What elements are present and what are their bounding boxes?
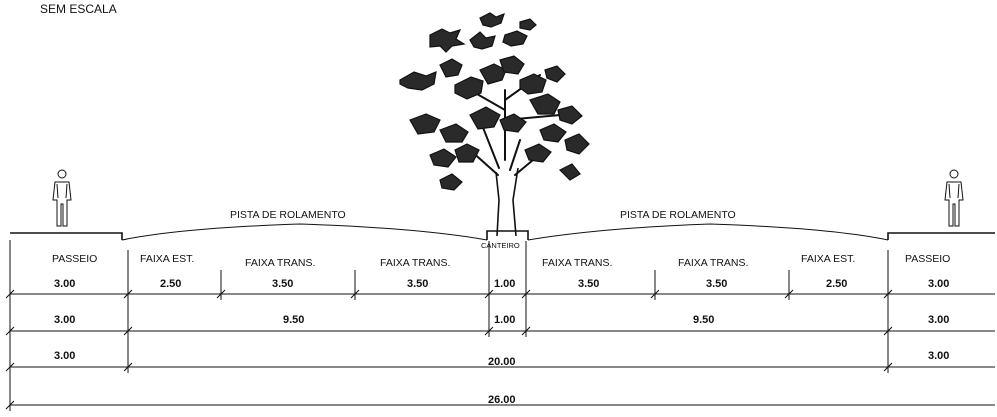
value-faixa-est-right: 2.50: [826, 278, 847, 290]
value-canteiro: 1.00: [494, 278, 515, 290]
canteiro-label: CANTEIRO: [481, 241, 520, 250]
label-passeio-right: PASSEIO: [905, 253, 950, 265]
pedestrian-icon: [52, 169, 72, 227]
row3-value-passeio-right: 3.00: [928, 350, 949, 362]
row2-value-pista-right: 9.50: [693, 314, 714, 326]
value-passeio-left: 3.00: [54, 278, 75, 290]
scale-note: SEM ESCALA: [40, 2, 117, 16]
label-faixa-est-right: FAIXA EST.: [801, 253, 855, 265]
value-faixa-trans-2: 3.50: [407, 278, 428, 290]
value-faixa-est-left: 2.50: [160, 278, 181, 290]
label-faixa-trans-4: FAIXA TRANS.: [678, 257, 748, 269]
pista-right-label: PISTA DE ROLAMENTO: [620, 209, 736, 221]
row4-value-total: 26.00: [488, 394, 516, 406]
row2-value-passeio-left: 3.00: [54, 314, 75, 326]
row2-value-passeio-right: 3.00: [928, 314, 949, 326]
row3-value-pista-total: 20.00: [488, 356, 516, 368]
row3-value-passeio-left: 3.00: [54, 350, 75, 362]
row2-value-pista-left: 9.50: [283, 314, 304, 326]
tree-icon: [399, 12, 590, 237]
label-faixa-est-left: FAIXA EST.: [140, 253, 194, 265]
value-passeio-right: 3.00: [928, 278, 949, 290]
value-faixa-trans-3: 3.50: [578, 278, 599, 290]
label-faixa-trans-1: FAIXA TRANS.: [245, 257, 315, 269]
value-faixa-trans-1: 3.50: [272, 278, 293, 290]
label-faixa-trans-3: FAIXA TRANS.: [542, 257, 612, 269]
row2-value-canteiro: 1.00: [494, 314, 515, 326]
label-faixa-trans-2: FAIXA TRANS.: [380, 257, 450, 269]
dimension-lines: [5, 240, 995, 411]
pista-left-label: PISTA DE ROLAMENTO: [230, 209, 346, 221]
pedestrian-icon: [944, 169, 964, 227]
value-faixa-trans-4: 3.50: [706, 278, 727, 290]
label-passeio-left: PASSEIO: [52, 253, 97, 265]
